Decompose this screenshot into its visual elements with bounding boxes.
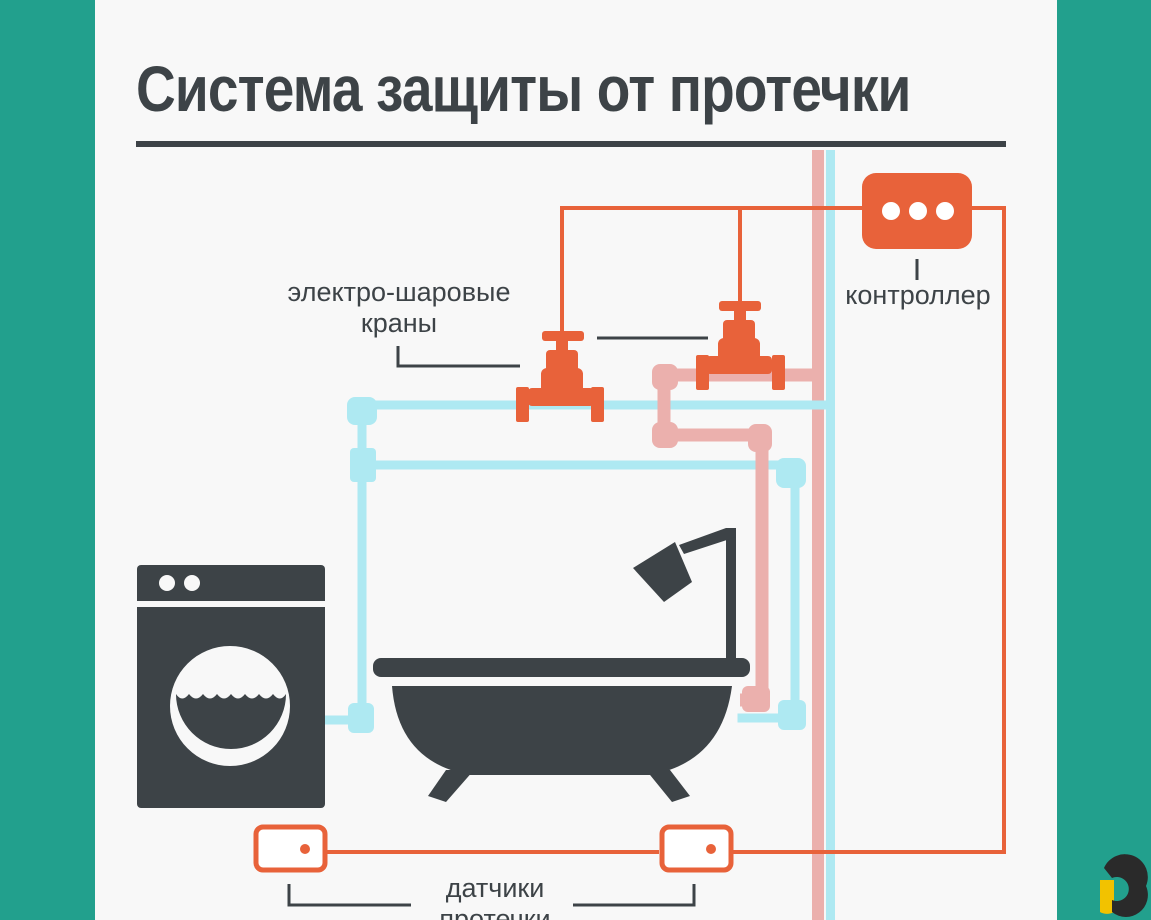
washing-machine-icon <box>137 565 325 808</box>
ball-valve-hot <box>696 301 785 390</box>
hot-pipe-bath-line <box>657 368 812 707</box>
valves-label-line-2: краны <box>361 308 437 338</box>
ball-valve-cold <box>516 331 604 422</box>
hot-pipe-elbow <box>748 424 772 452</box>
hot-pipe-elbow <box>652 364 678 390</box>
brand-logo-icon <box>1100 854 1148 917</box>
controller-label: контроллер <box>845 280 990 310</box>
sensors-label-line-2: протечки <box>439 904 550 920</box>
leak-sensor-2 <box>659 824 734 873</box>
cold-pipe-elbow <box>776 458 806 488</box>
bathtub-icon <box>373 658 750 802</box>
controller-unit <box>862 173 972 249</box>
title-divider <box>136 141 1006 147</box>
hot-water-riser <box>812 150 824 920</box>
valves-callout-line <box>396 346 520 368</box>
sensors-callout-line-right <box>573 884 696 907</box>
cold-pipe-tee <box>350 448 376 482</box>
hot-water-pipes <box>657 368 812 707</box>
wire-controller-valve-1 <box>560 206 868 333</box>
callout-lines <box>287 259 919 907</box>
sensors-label-line-1: датчики <box>446 873 545 903</box>
cold-pipe-elbow <box>778 700 806 730</box>
controller-indicator-dot <box>909 202 927 220</box>
sensors-callout-line-left <box>287 884 411 907</box>
wire-controller-sensors <box>733 206 1006 854</box>
controller-indicator-dot <box>882 202 900 220</box>
cold-pipe-fittings <box>347 397 806 733</box>
control-wiring <box>325 206 1006 854</box>
page-title: Система защиты от протечки <box>136 53 911 125</box>
hot-pipe-elbow <box>742 686 770 712</box>
cold-water-riser <box>826 150 835 920</box>
hot-pipe-fittings <box>652 364 772 712</box>
valves-label-line-1: электро-шаровые <box>288 277 511 307</box>
cold-pipe-elbow <box>348 703 374 733</box>
shower-head-icon <box>633 528 736 660</box>
cold-pipe-bath-line <box>357 460 800 723</box>
cold-pipe-elbow <box>347 397 377 425</box>
controller-indicator-dot <box>936 202 954 220</box>
hot-pipe-elbow <box>652 422 678 448</box>
leak-sensor-1 <box>253 824 328 873</box>
